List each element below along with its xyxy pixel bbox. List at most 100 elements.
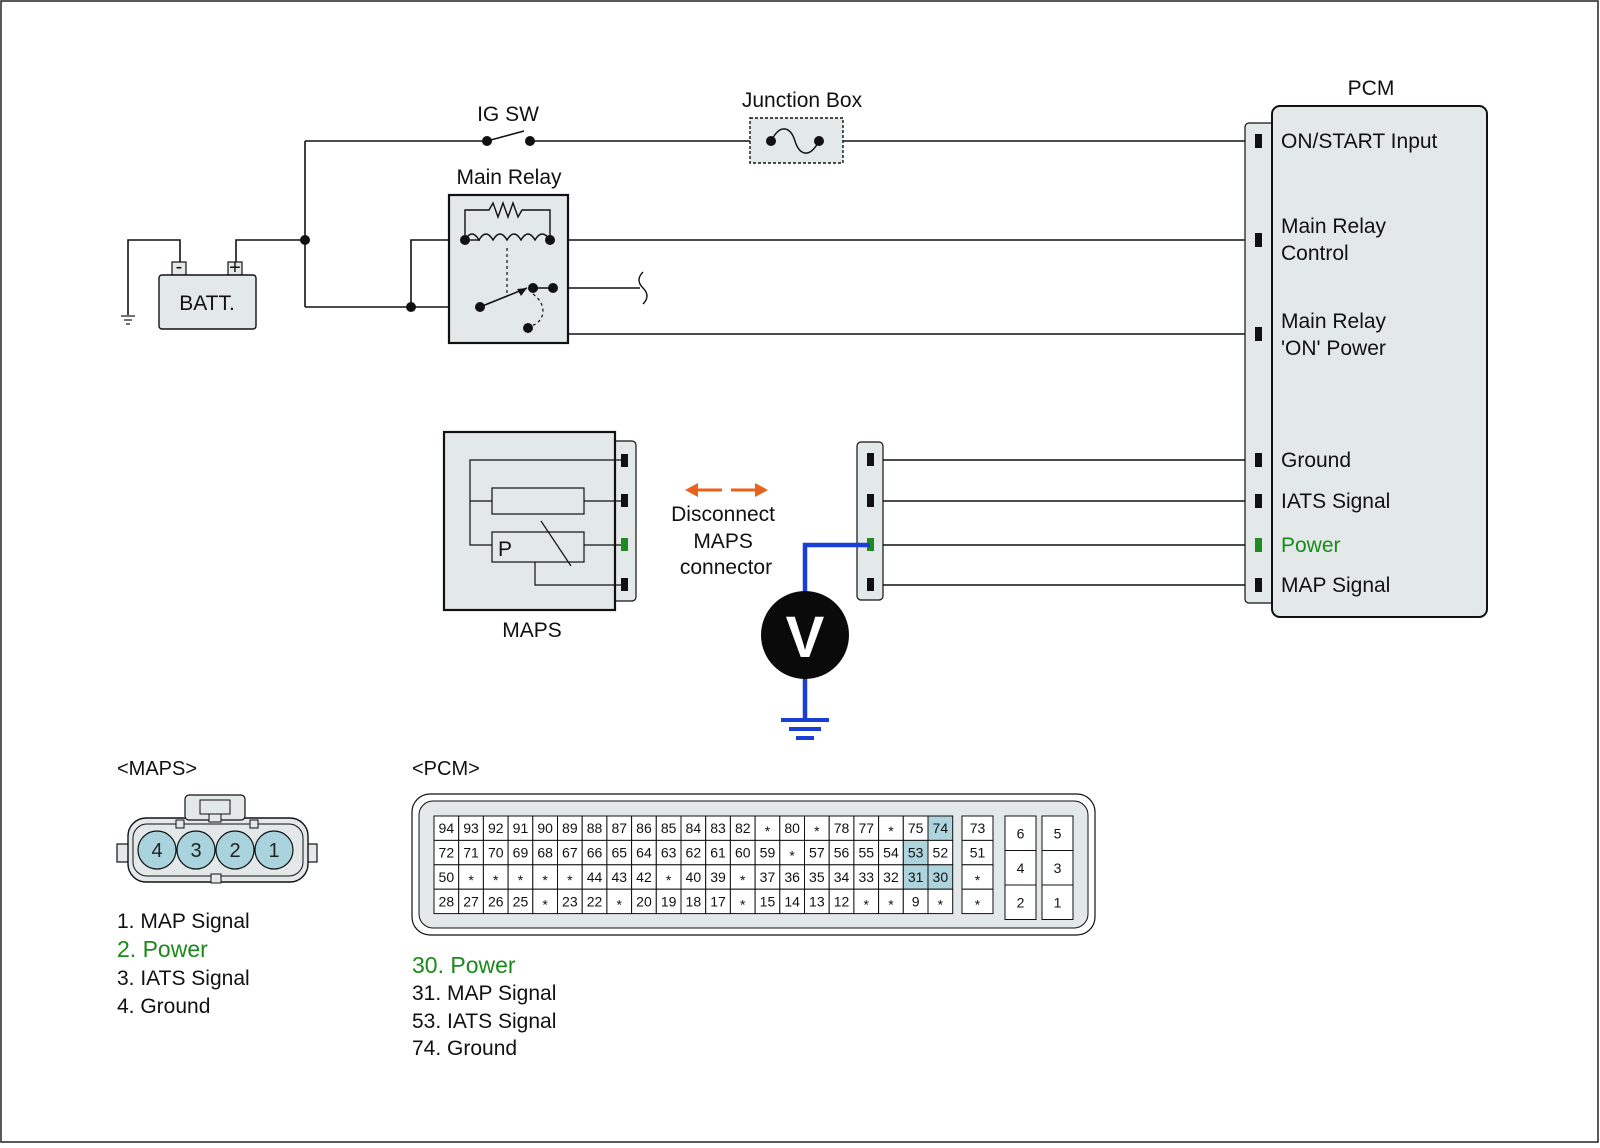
pcm-pin-label: 27 [463,893,479,909]
battery: - + BATT. [158,256,257,330]
pcm-pin-cell [779,815,805,841]
probe-wire [802,542,870,603]
pcm-pin-label: * [468,872,474,888]
pcm-pin-label: 72 [439,845,455,861]
pcm-pin-label: 60 [735,845,751,861]
maps-legend: 1. MAP Signal 2. Power 3. IATS Signal 4.… [117,910,250,1018]
pcm-pin-cell [1041,884,1074,920]
pcm-pin-label: 2 [1017,894,1025,910]
main-relay-label: Main Relay [456,166,562,189]
pcm-pin-label: 88 [587,820,603,836]
maps-legend-item: 1. MAP Signal [117,910,250,933]
pcm-pin-label: * [975,896,981,912]
maps-label: MAPS [502,619,562,642]
pcm-pin-cell [631,864,657,890]
maps-pin-label: 2 [229,840,240,862]
pcm-pin-label: 34 [834,869,850,885]
pcm-pin-label: * [518,872,524,888]
pcm-pin-cell [631,888,657,915]
pcm-pin-cell [680,888,707,915]
voltmeter-icon [761,591,849,679]
pcm-pin-label: 55 [858,845,874,861]
pcm-pin-label: 94 [439,820,455,836]
pcm-pin-label: 84 [686,820,702,836]
pcm-pin-label: 13 [809,893,825,909]
pcm-pin-label: 51 [970,845,986,861]
pcm-pin-label: 42 [636,869,652,885]
pcm-pin-cell [482,815,509,841]
pcm-pin-cell [482,888,509,915]
pcm-pin-cell [804,864,830,890]
pcm-pin-label: 25 [513,893,529,909]
pcm-pin-label: 26 [488,893,504,909]
open-wire-end [638,271,648,305]
pcm-pin-label: 70 [488,845,504,861]
pcm-pin-cell [754,815,781,841]
pcm-pin-label: 54 [883,845,899,861]
pcm-pin-cell [581,864,608,890]
maps-legend-item: 2. Power [117,936,208,962]
pcm-pin-label: 68 [537,845,553,861]
pcm-pin-cell [557,888,583,915]
pcm-pin-cell [1041,850,1074,886]
pcm-pin-label: 56 [834,845,850,861]
pcm-pin-cell [655,888,682,915]
pcm-pin-label: 44 [587,869,603,885]
pcm-pin-cell [705,815,731,841]
pcm-pin-label: 80 [784,820,800,836]
pcm-pin-cell [779,888,805,915]
pcm-pin-label: 92 [488,820,504,836]
pcm-pin-label: 35 [809,869,825,885]
wire-batt-ground [127,239,181,315]
pcm-pin-label: * [888,896,894,912]
maps-pin-label: 3 [190,840,201,862]
pcm-pin-label: * [888,823,894,839]
ig-sw-label: IG SW [477,103,539,126]
pcm-pin-label: 4 [1017,860,1025,876]
pcm-pin-cell [507,888,534,915]
pcm-pin-label: 23 [562,893,578,909]
batt-ground-icon [121,315,135,325]
pcm-pin-label: 31 [908,869,924,885]
pcm-pin-label: 32 [883,869,899,885]
pcm-pin-cell [961,888,994,915]
pcm-pin-cell [581,815,608,841]
pcm-pin-label: * [765,823,771,839]
pcm-pin-cell [655,864,682,890]
pcm-pin-label: 18 [686,893,702,909]
pcm-pin-label: 9 [912,893,920,909]
pcm-legend-item: 53. IATS Signal [412,1010,556,1033]
pcm-pin-cell [961,815,994,841]
batt-plus-label: + [229,257,241,279]
pcm-pin-label: * [864,896,870,912]
pcm-pin-cell [961,839,994,866]
pcm-pin-label: 19 [661,893,677,909]
maps-sensor: P MAPS [442,430,637,642]
pcm-pin-label: 6 [1017,825,1025,841]
maps-pin-4 [137,830,177,870]
pcm-pin-label: 30 [933,869,949,885]
pcm-pin-label: * [814,823,820,839]
voltmeter: V [761,542,870,740]
disconnect-arrows-icon [685,483,768,497]
harness-connector [856,441,884,601]
maps-connector-face: <MAPS> 4 3 2 1 1. MAP Signal 2. Power 3.… [116,758,318,1018]
pcm-pin-cell [1004,884,1037,920]
pcm-pin-label: 40 [686,869,702,885]
maps-pin-label: 4 [151,840,162,862]
pcm-pin-label: 77 [858,820,874,836]
pcm-pin-label: 61 [710,845,726,861]
pcm-pin-label: 67 [562,845,578,861]
maps-connector-title: <MAPS> [117,758,197,780]
ig-switch: IG SW [477,103,539,146]
pcm-pin-label: 63 [661,845,677,861]
pcm-pin-label: 17 [710,893,726,909]
maps-pin-3 [176,830,216,870]
pcm-pin-cell [779,839,805,866]
pcm-pin-label: 14 [784,893,800,909]
pcm-pin-label: 74 [933,820,949,836]
pcm-pin-label: 33 [858,869,874,885]
pcm-pin-label: 89 [562,820,578,836]
wire-nodes [300,235,416,312]
